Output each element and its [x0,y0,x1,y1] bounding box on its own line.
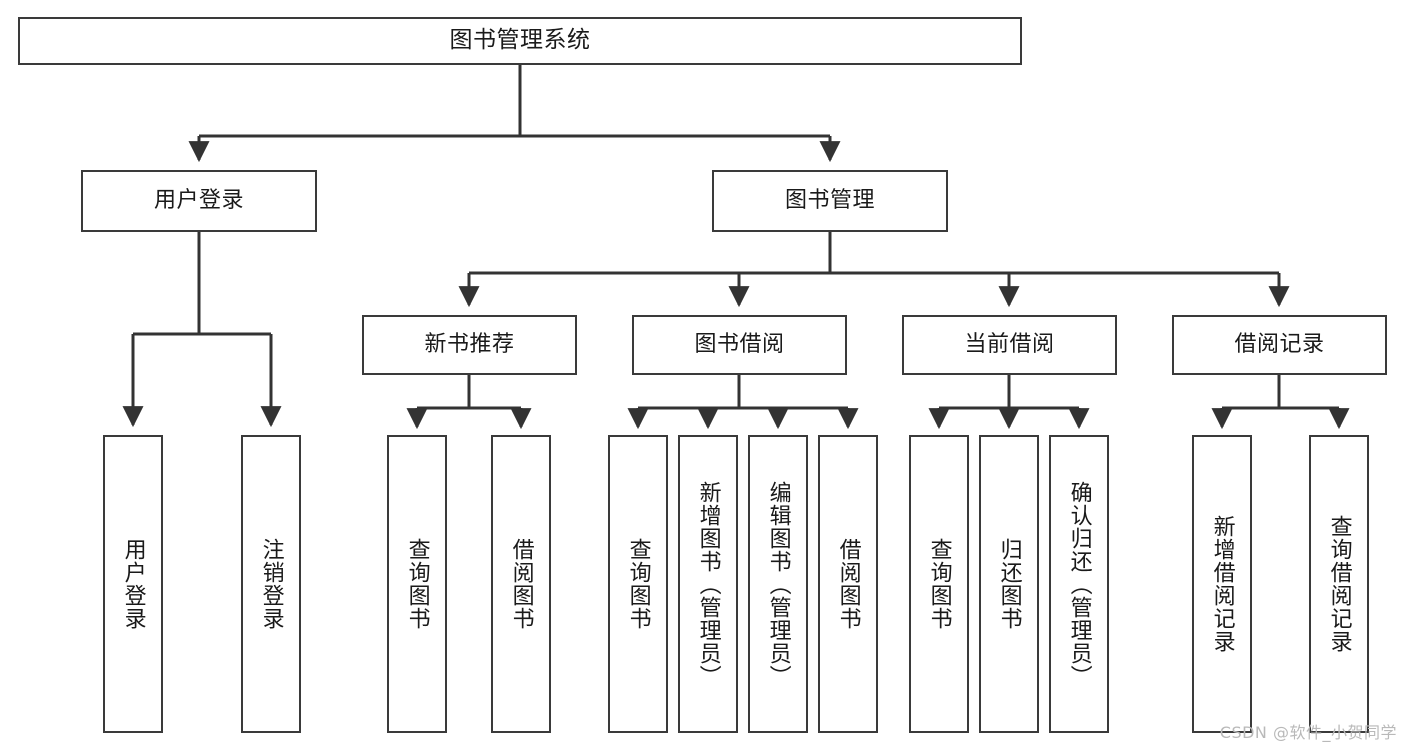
node-leaf-query-book-3[interactable]: 查询图书 [909,435,969,733]
node-book-manage[interactable]: 图书管理 [712,170,948,232]
node-leaf-return-book[interactable]: 归还图书 [979,435,1039,733]
node-new-book-recommend[interactable]: 新书推荐 [362,315,577,375]
node-label: 借阅图书 [835,538,861,630]
node-label: 查询图书 [404,538,430,630]
node-label: 查询图书 [926,538,952,630]
node-borrow-record[interactable]: 借阅记录 [1172,315,1387,375]
node-leaf-user-logout[interactable]: 注销登录 [241,435,301,733]
node-leaf-edit-book[interactable]: 编辑图书（管理员） [748,435,808,733]
node-label: 当前借阅 [964,331,1055,357]
node-label: 图书借阅 [694,331,785,357]
node-label: 新增图书（管理员） [695,480,721,688]
node-label: 查询图书 [625,538,651,630]
node-leaf-query-record[interactable]: 查询借阅记录 [1309,435,1369,733]
node-label: 查询借阅记录 [1326,515,1352,653]
node-current-borrow[interactable]: 当前借阅 [902,315,1117,375]
node-root-system[interactable]: 图书管理系统 [18,17,1022,65]
node-leaf-query-book-1[interactable]: 查询图书 [387,435,447,733]
node-book-borrow[interactable]: 图书借阅 [632,315,847,375]
node-leaf-borrow-book-1[interactable]: 借阅图书 [491,435,551,733]
node-label: 图书管理 [784,187,875,213]
node-label: 编辑图书（管理员） [765,480,791,688]
node-leaf-add-book[interactable]: 新增图书（管理员） [678,435,738,733]
node-leaf-user-login[interactable]: 用户登录 [103,435,163,733]
node-user-login[interactable]: 用户登录 [81,170,317,232]
node-leaf-borrow-book-2[interactable]: 借阅图书 [818,435,878,733]
node-label: 借阅记录 [1234,331,1325,357]
node-label: 用户登录 [120,538,146,630]
node-label: 新增借阅记录 [1209,515,1235,653]
node-label: 确认归还（管理员） [1066,480,1092,688]
node-leaf-confirm-return[interactable]: 确认归还（管理员） [1049,435,1109,733]
csdn-watermark: CSDN @软件_小贺同学 [1219,723,1397,742]
node-label: 注销登录 [258,538,284,630]
node-leaf-add-record[interactable]: 新增借阅记录 [1192,435,1252,733]
node-label: 新书推荐 [424,331,515,357]
node-label: 用户登录 [153,187,244,213]
node-label: 借阅图书 [508,538,534,630]
node-label: 图书管理系统 [449,27,591,54]
node-label: 归还图书 [996,538,1022,630]
node-leaf-query-book-2[interactable]: 查询图书 [608,435,668,733]
